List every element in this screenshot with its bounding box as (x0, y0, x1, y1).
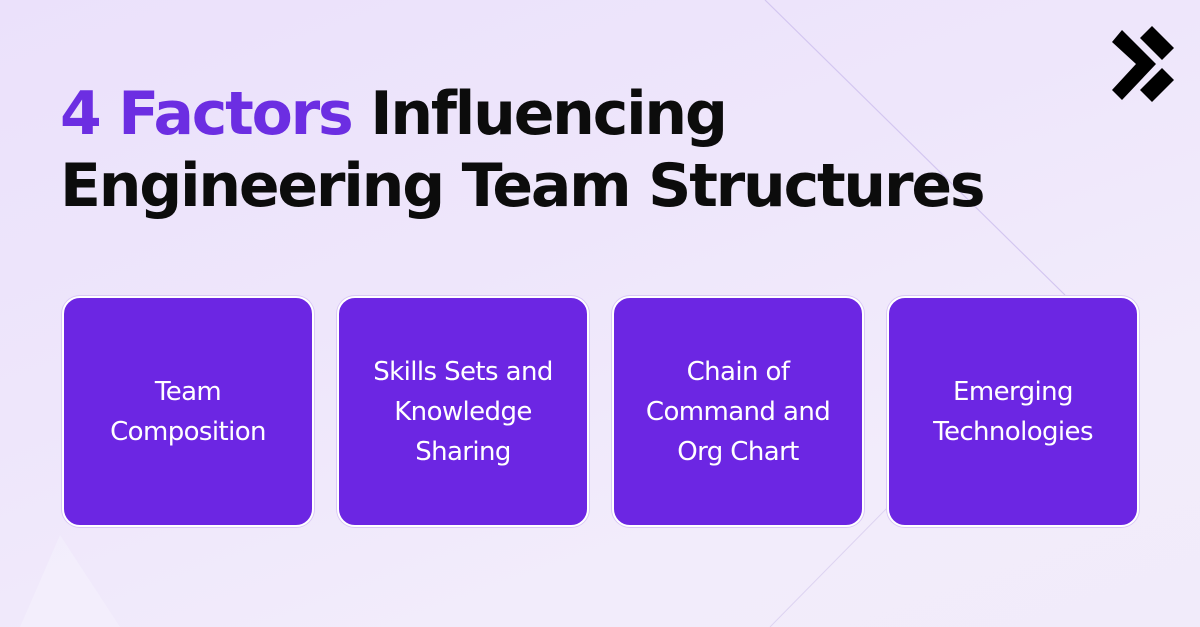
factor-card-team-composition: Team Composition (62, 296, 314, 527)
factor-card-chain-of-command: Chain of Command and Org Chart (612, 296, 864, 527)
page-title: 4 Factors Influencing Engineering Team S… (60, 78, 986, 222)
title-accent: 4 Factors (60, 79, 354, 149)
factor-card-label: Emerging Technologies (933, 376, 1093, 447)
title-line1: Influencing (351, 79, 728, 149)
factor-card-skills-sets: Skills Sets and Knowledge Sharing (337, 296, 589, 527)
brand-logo-icon (1112, 26, 1174, 102)
factor-card-label: Team Composition (110, 376, 266, 447)
factor-card-label: Chain of Command and Org Chart (645, 356, 831, 467)
factor-card-label: Skills Sets and Knowledge Sharing (373, 356, 553, 467)
title-line2: Engineering Team Structures (60, 151, 986, 221)
factor-card-emerging-technologies: Emerging Technologies (887, 296, 1139, 527)
